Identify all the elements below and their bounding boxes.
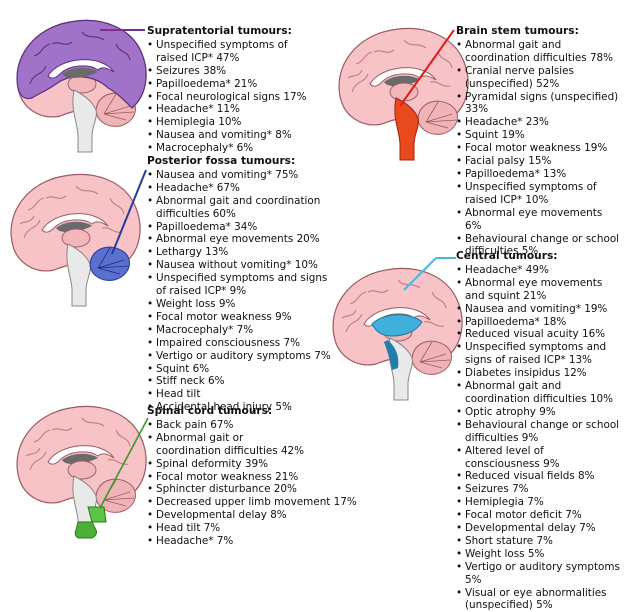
list-item: Abnormal eye movements 6%	[456, 207, 620, 233]
list-item: Headache* 49%	[456, 264, 620, 277]
brain-stem-block: Brain stem tumours: Abnormal gait and co…	[456, 25, 620, 258]
list-item: Headache* 11%	[147, 103, 315, 116]
list-item: Weight loss 5%	[456, 548, 620, 561]
list-item: Unspecified symptoms of raised ICP* 47%	[147, 39, 315, 65]
central-block: Central tumours: Headache* 49% Abnormal …	[456, 250, 620, 612]
list-item: Abnormal gait and coordination difficult…	[456, 39, 620, 65]
leader-central	[403, 257, 437, 291]
list-item: Focal neurological signs 17%	[147, 91, 315, 104]
list-item: Seizures 38%	[147, 65, 315, 78]
list-item: Unspecified symptoms of raised ICP* 10%	[456, 181, 620, 207]
list-item: Nausea without vomiting* 10%	[147, 259, 337, 272]
list-item: Hemiplegia 10%	[147, 116, 315, 129]
leader-posterior-fossa	[111, 169, 147, 255]
list-item: Nausea and vomiting* 8%	[147, 129, 315, 142]
central-title: Central tumours:	[456, 250, 558, 262]
list-item: Short stature 7%	[456, 535, 620, 548]
supratentorial-block: Supratentorial tumours: Unspecified symp…	[147, 25, 315, 155]
list-item: Squint 6%	[147, 363, 337, 376]
list-item: Focal motor deficit 7%	[456, 509, 620, 522]
list-item: Head tilt 7%	[147, 522, 357, 535]
list-item: Macrocephaly* 7%	[147, 324, 337, 337]
list-item: Developmental delay 8%	[147, 509, 357, 522]
list-item: Back pain 67%	[147, 419, 357, 432]
list-item: Sphincter disturbance 20%	[147, 483, 357, 496]
list-item: Lethargy 13%	[147, 246, 337, 259]
brain-supratentorial	[16, 19, 147, 153]
spinal-cord-block: Spinal cord tumours: Back pain 67% Abnor…	[147, 405, 357, 548]
spinal-cord-segment	[87, 506, 107, 523]
list-item: Vertigo or auditory symptoms 7%	[147, 350, 337, 363]
leader-brain-stem	[399, 29, 455, 107]
posterior-fossa-block: Posterior fossa tumours: Nausea and vomi…	[147, 155, 337, 414]
list-item: Weight loss 9%	[147, 298, 337, 311]
list-item: Hemiplegia 7%	[456, 496, 620, 509]
central-list: Headache* 49% Abnormal eye movements and…	[456, 264, 620, 612]
list-item: Papilloedema* 13%	[456, 168, 620, 181]
list-item: Abnormal gait or coordination difficulti…	[147, 432, 306, 458]
list-item: Pyramidal signs (unspecified) 33%	[456, 91, 620, 117]
posterior-fossa-title: Posterior fossa tumours:	[147, 155, 296, 167]
list-item: Developmental delay 7%	[456, 522, 620, 535]
brain-brain-stem	[338, 27, 469, 161]
list-item: Stiff neck 6%	[147, 375, 337, 388]
list-item: Vertigo or auditory symptoms 5%	[456, 561, 620, 587]
list-item: Papilloedema* 21%	[147, 78, 315, 91]
supratentorial-title: Supratentorial tumours:	[147, 25, 292, 37]
list-item: Facial palsy 15%	[456, 155, 620, 168]
list-item: Headache* 23%	[456, 116, 620, 129]
supratentorial-list: Unspecified symptoms of raised ICP* 47% …	[147, 39, 315, 155]
list-item: Macrocephaly* 6%	[147, 142, 315, 155]
list-item: Altered level of consciousness 9%	[456, 445, 620, 471]
brain-central	[332, 267, 463, 401]
list-item: Unspecified symptoms and signs of raised…	[147, 272, 337, 298]
list-item: Visual or eye abnormalities (unspecified…	[456, 587, 620, 612]
list-item: Reduced visual fields 8%	[456, 470, 620, 483]
diagram-graphics	[10, 19, 469, 539]
list-item: Abnormal gait and coordination difficult…	[147, 195, 337, 221]
list-item: Focal motor weakness 9%	[147, 311, 337, 324]
list-item: Seizures 7%	[456, 483, 620, 496]
list-item: Nausea and vomiting* 19%	[456, 303, 620, 316]
list-item: Papilloedema* 34%	[147, 221, 337, 234]
list-item: Squint 19%	[456, 129, 620, 142]
leader-spinal-cord	[99, 417, 149, 509]
list-item: Reduced visual acuity 16%	[456, 328, 620, 341]
list-item: Diabetes insipidus 12%	[456, 367, 620, 380]
brain-spinal-cord	[16, 405, 147, 539]
list-item: Headache* 7%	[147, 535, 357, 548]
list-item: Accidental head injury 5%	[147, 401, 337, 414]
list-item: Focal motor weakness 21%	[147, 471, 357, 484]
brain-stem-list: Abnormal gait and coordination difficult…	[456, 39, 620, 258]
spinal-cord-list: Back pain 67% Abnormal gait or coordinat…	[147, 419, 357, 548]
list-item: Decreased upper limb movement 17%	[147, 496, 357, 509]
list-item: Headache* 67%	[147, 182, 337, 195]
list-item: Focal motor weakness 19%	[456, 142, 620, 155]
list-item: Optic atrophy 9%	[456, 406, 620, 419]
list-item: Abnormal eye movements 20%	[147, 233, 337, 246]
spinal-cord-title: Spinal cord tumours:	[147, 405, 273, 417]
list-item: Behavioural change or school difficultie…	[456, 419, 620, 445]
list-item: Abnormal gait and coordination difficult…	[456, 380, 620, 406]
list-item: Papilloedema* 18%	[456, 316, 620, 329]
brain-posterior-fossa	[10, 173, 141, 307]
list-item: Spinal deformity 39%	[147, 458, 357, 471]
list-item: Behavioural change or school difficultie…	[456, 233, 620, 259]
list-item: Abnormal eye movements and squint 21%	[456, 277, 620, 303]
list-item: Cranial nerve palsies (unspecified) 52%	[456, 65, 620, 91]
list-item: Head tilt	[147, 388, 337, 401]
list-item: Impaired consciousness 7%	[147, 337, 337, 350]
list-item: Unspecified symptoms and signs of raised…	[456, 341, 620, 367]
posterior-fossa-list: Nausea and vomiting* 75% Headache* 67% A…	[147, 169, 337, 414]
brain-stem-title: Brain stem tumours:	[456, 25, 579, 37]
list-item: Nausea and vomiting* 75%	[147, 169, 337, 182]
